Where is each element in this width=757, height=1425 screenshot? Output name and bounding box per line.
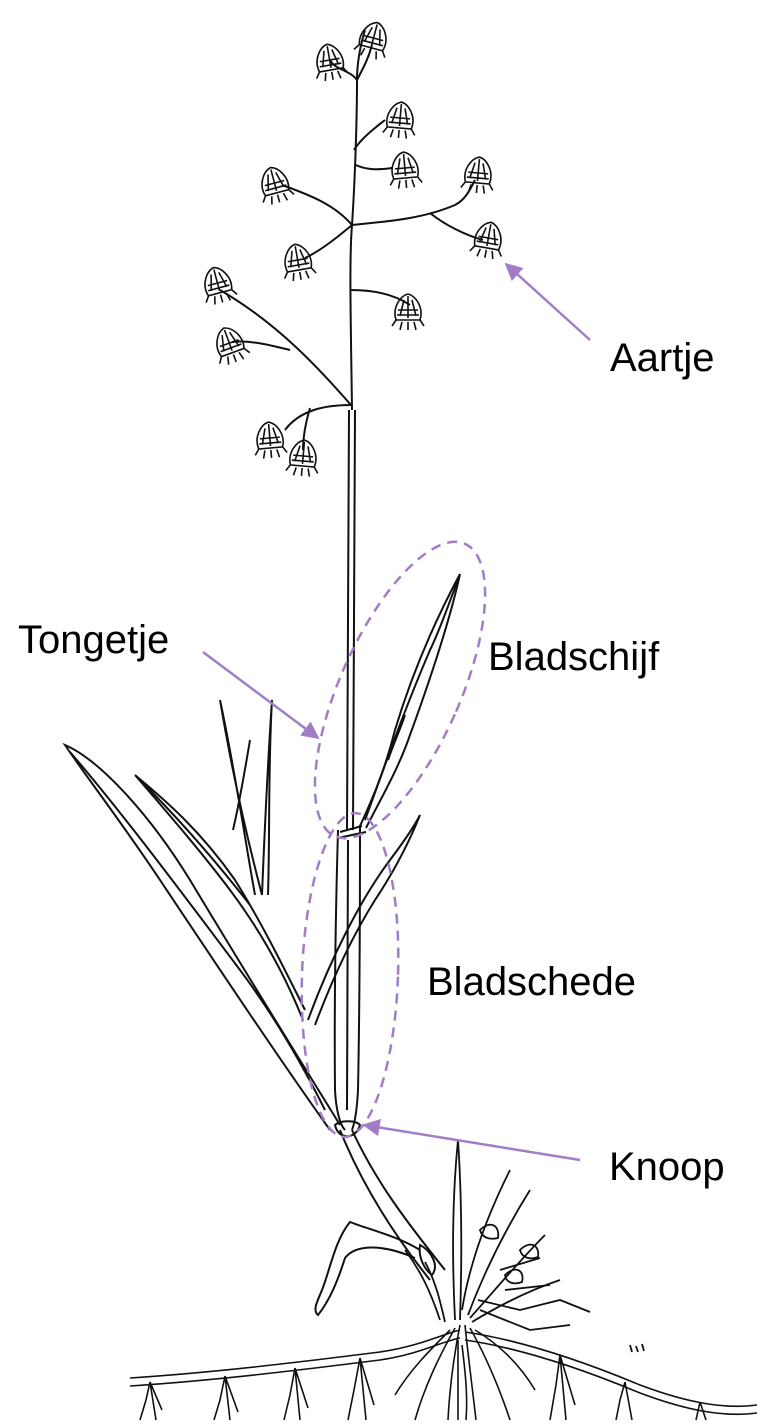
label-bladschede: Bladschede xyxy=(427,962,636,1002)
roots xyxy=(130,1325,757,1420)
label-aartje: Aartje xyxy=(610,338,715,378)
label-knoop: Knoop xyxy=(609,1147,725,1187)
knoop-arrow xyxy=(364,1125,580,1160)
lower-leaves xyxy=(65,700,445,1315)
culm xyxy=(335,410,366,1136)
panicle xyxy=(220,30,483,450)
bladschede-ellipse xyxy=(296,811,403,1138)
tongetje-arrow xyxy=(203,652,318,738)
annotations xyxy=(203,264,590,1160)
label-tongetje: Tongetje xyxy=(18,620,169,660)
bladschijf-ellipse xyxy=(280,519,520,860)
label-bladschijf: Bladschijf xyxy=(488,637,659,677)
aartje-arrow xyxy=(506,264,590,340)
